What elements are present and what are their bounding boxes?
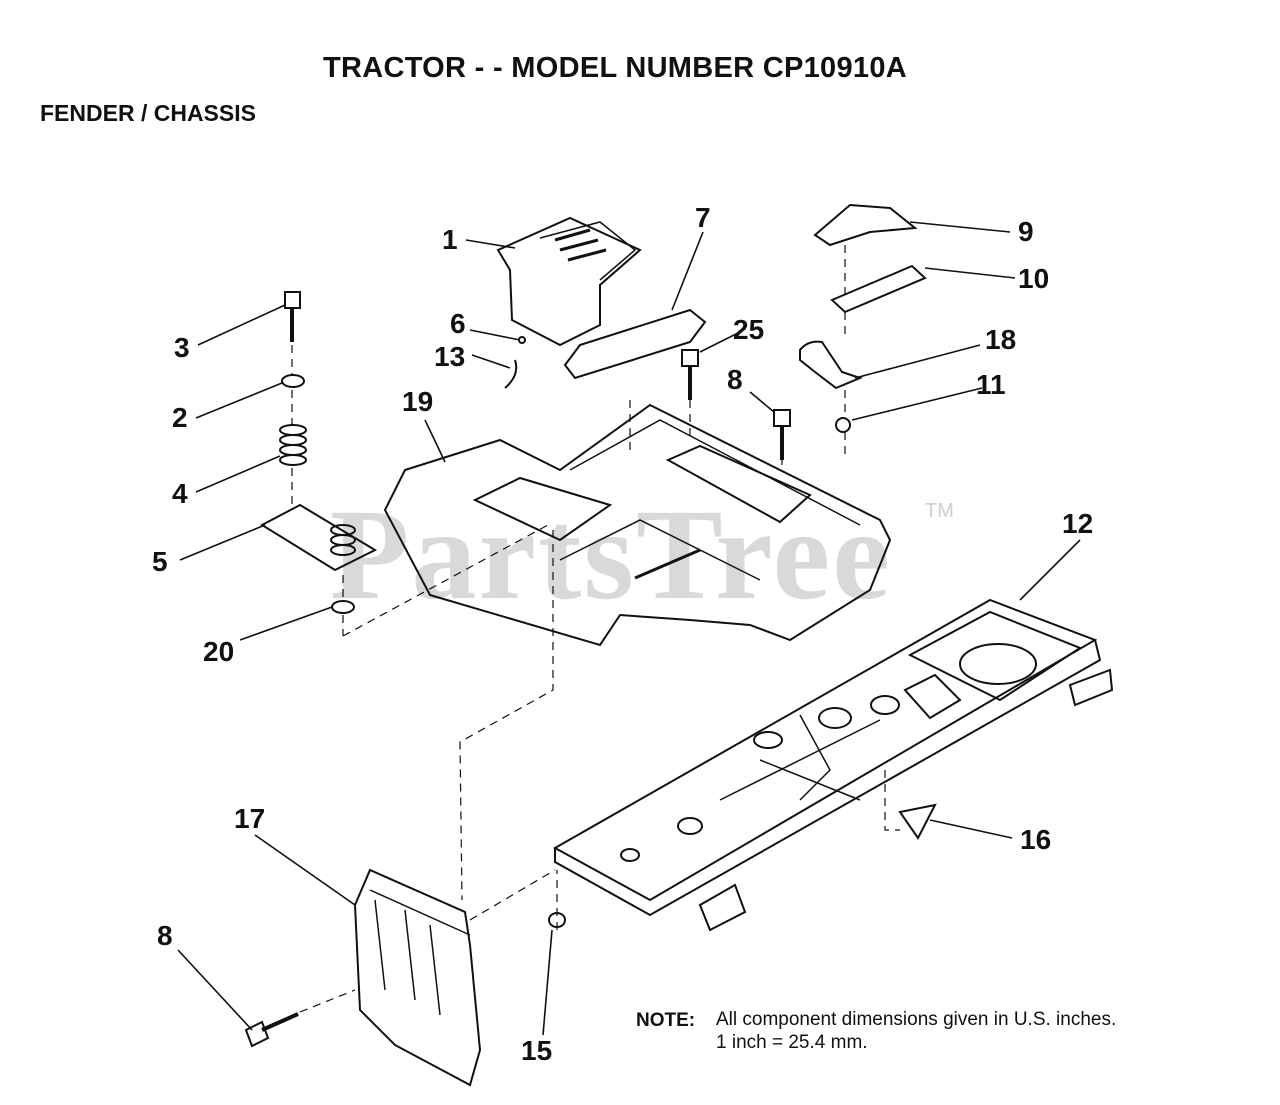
decal-part <box>563 308 707 380</box>
callout-18: 18 <box>985 324 1017 355</box>
spring-4-part <box>279 424 307 466</box>
section-title: FENDER / CHASSIS <box>40 100 256 126</box>
bracket-9-part <box>813 203 918 247</box>
note-line-2: 1 inch = 25.4 mm. <box>716 1032 868 1053</box>
callout-7: 7 <box>695 202 711 233</box>
callout-16: 16 <box>1020 824 1052 855</box>
watermark-trademark: TM <box>925 500 954 522</box>
chassis-frame-part <box>552 598 1114 932</box>
assembly-guide-lines <box>291 245 900 1013</box>
callout-5: 5 <box>152 546 168 577</box>
washer-2-part <box>281 374 305 388</box>
callout-4: 4 <box>172 478 188 509</box>
clip-18-part <box>799 340 863 390</box>
bumper-16-part <box>898 803 937 840</box>
callout-13: 13 <box>434 341 466 372</box>
page-title: TRACTOR - - MODEL NUMBER CP10910A <box>322 52 908 84</box>
fender-part <box>383 403 892 647</box>
plate-5-part <box>259 503 378 572</box>
callout-10: 10 <box>1018 263 1050 294</box>
note-line-1: All component dimensions given in U.S. i… <box>716 1009 1117 1030</box>
callout-11: 11 <box>976 369 1006 400</box>
callout-1: 1 <box>442 224 458 255</box>
hose-13-part <box>504 359 518 389</box>
seat-pan-part <box>496 216 642 347</box>
bolt-8-lower-part <box>244 1012 299 1048</box>
bolt-25-part <box>681 349 699 400</box>
callout-2: 2 <box>172 402 188 433</box>
callout-15: 15 <box>521 1035 553 1066</box>
washer-20-part <box>331 600 355 614</box>
callout-17: 17 <box>234 803 266 834</box>
note-label: NOTE: <box>636 1010 696 1031</box>
note-text: All component dimensions given in U.S. i… <box>716 1008 1116 1054</box>
nut-11-part <box>835 417 851 433</box>
callout-6: 6 <box>450 308 466 339</box>
bolt-8-upper-part <box>773 409 791 460</box>
callout-19: 19 <box>402 386 434 417</box>
bolt-3-part <box>284 291 301 342</box>
callout-leaders <box>177 221 1081 1036</box>
callout-12: 12 <box>1062 508 1094 539</box>
callout-8-lower: 8 <box>157 920 173 951</box>
callout-8-upper: 8 <box>727 364 743 395</box>
callout-25: 25 <box>733 314 765 345</box>
bracket-10-part <box>830 264 927 314</box>
callout-3: 3 <box>174 332 190 363</box>
mounting-plate-part <box>353 868 482 1087</box>
callout-9: 9 <box>1018 216 1034 247</box>
callout-20: 20 <box>203 636 235 667</box>
